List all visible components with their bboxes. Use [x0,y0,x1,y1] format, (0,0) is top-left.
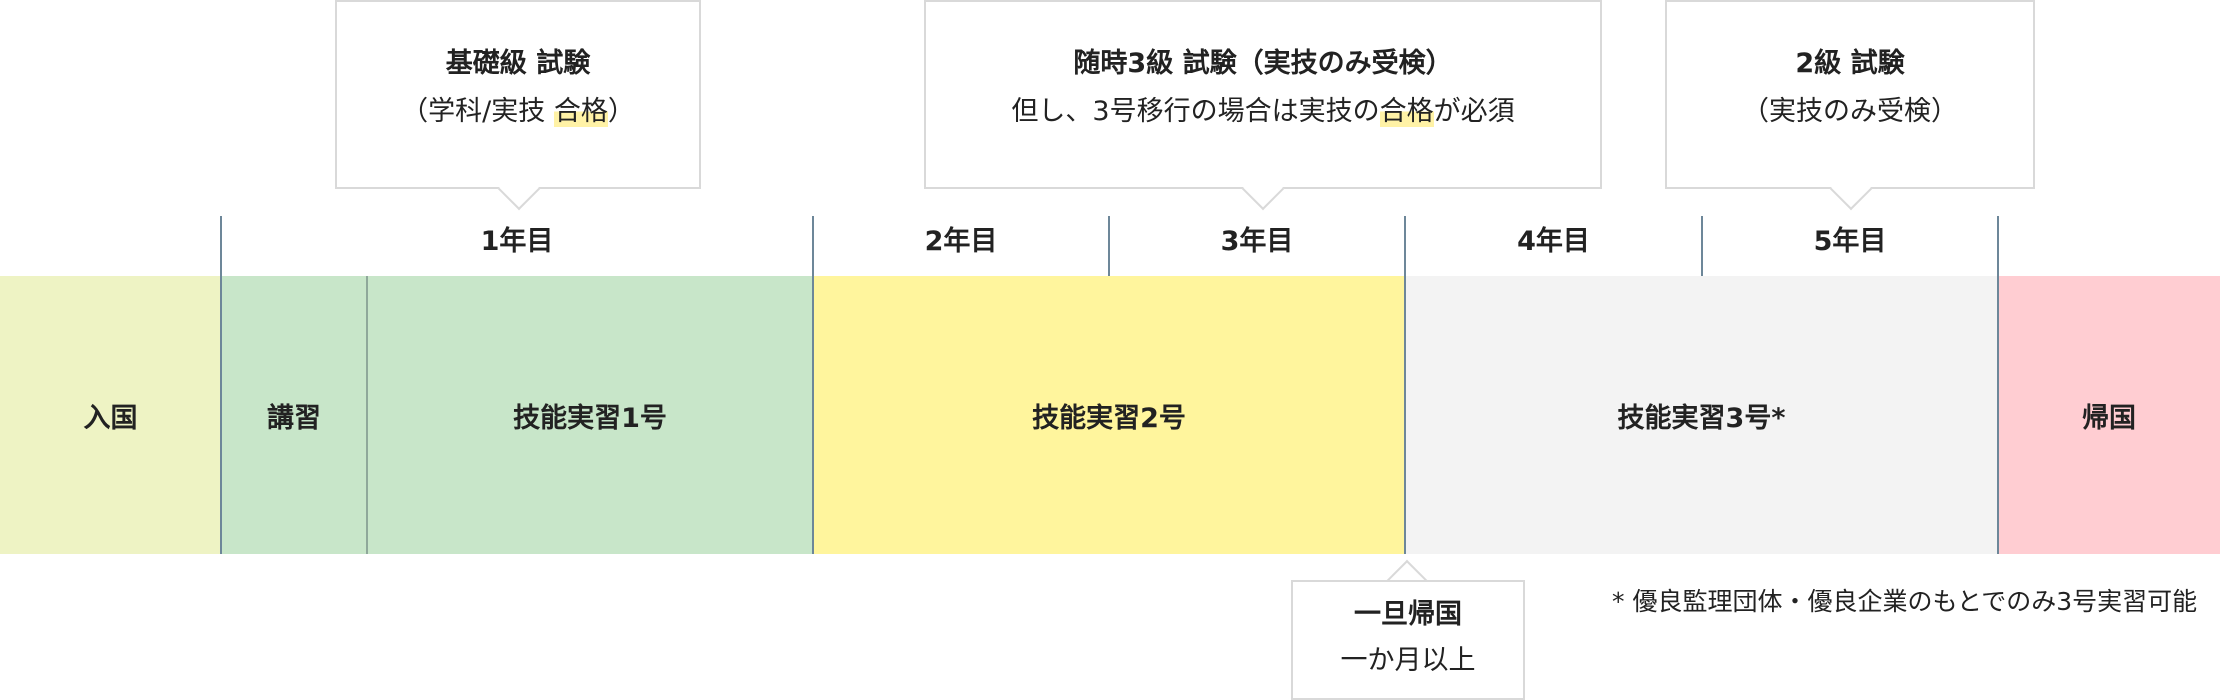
segment-intern-2: 技能実習2号 [813,276,1405,554]
basic-exam-title: 基礎級 試験 [445,48,591,79]
grade3-exam-callout: 随時3級 試験（実技のみ受検） 但し、3号移行の場合は実技の合格が必須 [924,0,1602,189]
divider-year5-end [1997,216,1999,554]
pass-highlight: 合格 [1379,96,1434,127]
basic-exam-detail: （学科/実技 合格） [401,96,635,127]
footnote: * 優良監理団体・優良企業のもとでのみ3号実習可能 [1612,587,2198,616]
segment-intern-1: 技能実習1号 [367,276,813,554]
grade2-exam-title: 2級 試験 [1795,48,1905,79]
segment-training: 講習 [221,276,367,554]
year-label-5: 5年目 [1813,226,1887,257]
divider-year1-start [220,216,222,554]
year-label-4: 4年目 [1517,226,1590,257]
year-label-3: 3年目 [1220,226,1294,257]
grade2-exam-detail: （実技のみ受検） [1742,96,1958,127]
grade3-exam-detail: 但し、3号移行の場合は実技の合格が必須 [1011,96,1515,127]
divider-training-end [366,276,368,554]
divider-year3-start [1108,216,1110,276]
temporary-return-detail: 一か月以上 [1340,645,1476,676]
year-label-2: 2年目 [924,226,998,257]
temporary-return-callout: 一旦帰国 一か月以上 [1291,580,1525,700]
segment-entry: 入国 [0,276,221,554]
temporary-return-title: 一旦帰国 [1354,599,1462,630]
segment-return-home: 帰国 [1998,276,2220,554]
divider-year2-start [812,216,814,554]
pass-highlight: 合格 [553,96,608,127]
divider-year4-start [1404,216,1406,554]
divider-year5-start [1701,216,1703,276]
grade2-exam-callout: 2級 試験 （実技のみ受検） [1665,0,2035,189]
segment-intern-3: 技能実習3号* [1405,276,1998,554]
year-label-1: 1年目 [480,226,554,257]
basic-exam-callout: 基礎級 試験 （学科/実技 合格） [335,0,701,189]
grade3-exam-title: 随時3級 試験（実技のみ受検） [1073,48,1453,79]
